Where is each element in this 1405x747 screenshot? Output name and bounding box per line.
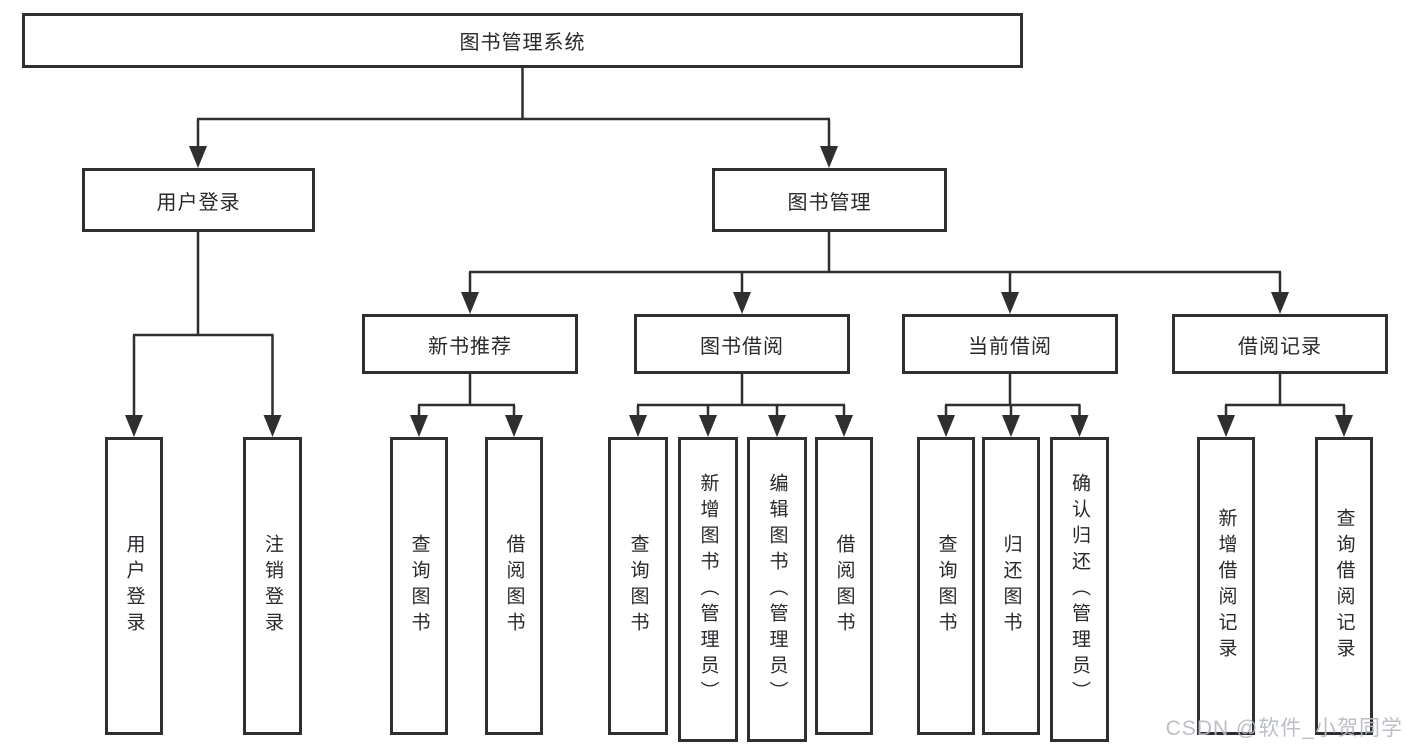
node-new-book-recommend: 新书推荐	[362, 314, 578, 374]
arrowhead	[1335, 415, 1353, 437]
leaf-return-books-label: 归还图书	[1000, 534, 1022, 638]
connector-new-book-recommend-branch	[417, 374, 516, 416]
arrowhead	[505, 415, 523, 437]
connector-book-borrow-branch	[636, 374, 846, 416]
leaf-borrow-books-label: 借阅图书	[833, 534, 855, 638]
arrowhead	[733, 292, 751, 314]
arrowhead	[629, 415, 647, 437]
node-new-book-recommend-label: 新书推荐	[428, 335, 512, 358]
connector-user-login-branch	[132, 232, 274, 416]
leaf-add-borrow-record-label: 新增借阅记录	[1215, 508, 1237, 664]
node-root-label: 图书管理系统	[459, 32, 586, 54]
leaf-query-books-borrow: 查询图书	[608, 437, 668, 735]
leaf-confirm-return-admin-label: 确认归还（管理员）	[1069, 472, 1090, 707]
leaf-return-books: 归还图书	[982, 437, 1040, 735]
arrowhead	[1070, 415, 1089, 437]
leaf-query-books-borrow-label: 查询图书	[627, 534, 649, 638]
node-user-login: 用户登录	[82, 168, 315, 232]
connector-book-management-branch	[468, 232, 1282, 293]
leaf-query-borrow-record: 查询借阅记录	[1315, 437, 1373, 735]
arrowhead	[1217, 415, 1235, 437]
arrowhead	[263, 415, 282, 437]
leaf-query-borrow-record-label: 查询借阅记录	[1333, 508, 1355, 664]
arrowhead	[461, 292, 479, 314]
leaf-borrow-books-recommend: 借阅图书	[485, 437, 543, 735]
node-book-borrow-label: 图书借阅	[700, 335, 784, 358]
leaf-user-login-label: 用户登录	[123, 534, 145, 638]
arrowheads	[125, 146, 1353, 437]
arrowhead	[410, 415, 428, 437]
node-book-management-label: 图书管理	[787, 191, 872, 214]
node-current-borrow-label: 当前借阅	[968, 335, 1052, 358]
arrowhead	[1002, 415, 1020, 437]
node-book-management: 图书管理	[712, 168, 947, 232]
arrowhead	[835, 415, 853, 437]
leaf-query-books-current-label: 查询图书	[935, 534, 957, 638]
leaf-edit-books-admin-label: 编辑图书（管理员）	[766, 472, 788, 707]
leaf-edit-books-admin: 编辑图书（管理员）	[747, 437, 807, 742]
node-user-login-label: 用户登录	[156, 191, 241, 214]
arrowhead	[189, 146, 207, 168]
leaf-logout: 注销登录	[243, 437, 302, 735]
node-current-borrow: 当前借阅	[902, 314, 1118, 374]
arrowhead	[1001, 292, 1019, 314]
arrowhead	[1271, 292, 1289, 314]
connector-current-borrow-branch	[944, 374, 1081, 416]
arrowhead	[937, 415, 955, 437]
connector-borrow-records-branch	[1224, 374, 1346, 416]
leaf-query-books-current: 查询图书	[917, 437, 975, 735]
node-root: 图书管理系统	[22, 13, 1023, 68]
leaf-confirm-return-admin: 确认归还（管理员）	[1050, 437, 1109, 742]
leaf-borrow-books-recommend-label: 借阅图书	[503, 534, 525, 638]
connector-lines	[132, 68, 1346, 416]
leaf-user-login: 用户登录	[105, 437, 163, 735]
leaf-add-borrow-record: 新增借阅记录	[1197, 437, 1255, 735]
arrowhead	[768, 415, 786, 437]
node-borrow-records-label: 借阅记录	[1238, 335, 1322, 358]
leaf-add-books-admin: 新增图书（管理员）	[678, 437, 738, 742]
leaf-logout-label: 注销登录	[262, 534, 283, 638]
arrowhead	[820, 146, 838, 168]
connector-root-branch	[196, 68, 831, 147]
node-book-borrow: 图书借阅	[634, 314, 850, 374]
leaf-query-books-recommend-label: 查询图书	[408, 534, 430, 638]
leaf-query-books-recommend: 查询图书	[390, 437, 448, 735]
node-borrow-records: 借阅记录	[1172, 314, 1388, 374]
arrowhead	[699, 415, 717, 437]
arrowhead	[125, 415, 143, 437]
leaf-add-books-admin-label: 新增图书（管理员）	[697, 472, 719, 707]
leaf-borrow-books: 借阅图书	[815, 437, 873, 735]
